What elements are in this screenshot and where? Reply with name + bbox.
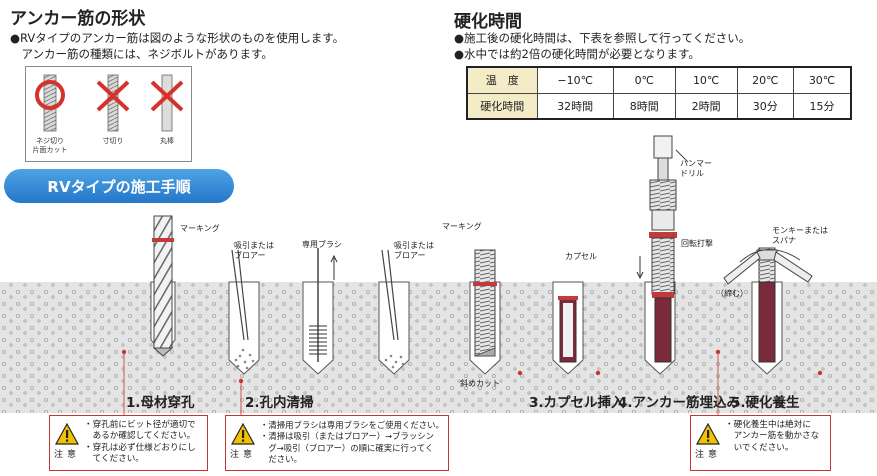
caution-label: 注意 — [230, 450, 257, 460]
label-brush: 専用ブラシ — [302, 240, 342, 249]
temp-cell: 30℃ — [792, 66, 852, 94]
hole-2c — [378, 281, 410, 375]
wrench-icon — [723, 247, 813, 363]
label-hammer-drill: ハンマー ドリル — [680, 159, 712, 178]
table-row: 温 度 −10℃ 0℃ 10℃ 20℃ 30℃ — [466, 66, 852, 94]
caution-text: ・穿孔前にビット径が適切で あるか確認してください。 ・穿孔は必ず仕様どおりにし… — [84, 420, 196, 464]
shape-section-title: アンカー筋の形状 — [10, 9, 146, 29]
cure-line-2: ●水中では約2倍の硬化時間が必要となります。 — [454, 47, 700, 61]
caution-box-cleaning: 注意 ・清掃用ブラシは専用ブラシをご使用ください。 ・清掃は吸引（またはブロアー… — [225, 415, 449, 471]
time-cell: 32時間 — [536, 92, 614, 120]
shape-label-1: ネジ切り 片面カット — [32, 137, 68, 154]
warning-triangle-icon — [696, 423, 720, 445]
blower-tube-icon — [231, 249, 245, 341]
drill-bit-icon — [152, 215, 174, 357]
warning-triangle-icon — [231, 423, 255, 445]
cure-time-table: 温 度 −10℃ 0℃ 10℃ 20℃ 30℃ 硬化時間 32時間 8時間 2時… — [466, 66, 852, 120]
cure-section-title: 硬化時間 — [454, 12, 522, 32]
step-3-title: 3.カプセル挿入 — [529, 395, 625, 411]
caution-label: 注意 — [54, 450, 81, 460]
caution-label: 注意 — [695, 450, 722, 460]
capsule-icon — [558, 296, 578, 363]
shape-line-2: アンカー筋の種類には、ネジボルトがあります。 — [10, 47, 273, 61]
time-header-cell: 硬化時間 — [466, 92, 538, 120]
label-marking-2: マーキング — [442, 222, 482, 231]
anchor-bolt-icon — [473, 249, 497, 357]
ng-cross-icon — [96, 80, 130, 112]
step-2-title: 2.孔内清掃 — [245, 395, 314, 411]
label-wrench: モンキーまたは スパナ — [772, 226, 828, 245]
temp-cell: −10℃ — [536, 66, 614, 94]
shape-line-1: ●RVタイプのアンカー筋は図のような形状のものを使用します。 — [10, 31, 345, 45]
label-marking-1: マーキング — [180, 224, 220, 233]
procedure-title-pill: RVタイプの施工手順 — [4, 169, 234, 203]
ng-cross-icon — [150, 80, 184, 112]
label-rotary-impact: 回転打撃 — [681, 239, 713, 248]
cleaning-brush-icon — [309, 248, 338, 362]
label-suction-1: 吸引または ブロアー — [234, 241, 274, 260]
anchor-shape-panel: ネジ切り 片面カット 寸切り 丸棒 — [25, 66, 192, 162]
temp-cell: 10℃ — [674, 66, 738, 94]
hammer-drill-icon — [636, 135, 689, 363]
temp-cell: 20℃ — [736, 66, 794, 94]
time-cell: 15分 — [792, 92, 852, 120]
label-oblique-cut: 斜めカット — [460, 379, 500, 388]
cure-line-1: ●施工後の硬化時間は、下表を参照して行ってください。 — [454, 31, 751, 45]
caution-text: ・清掃用ブラシは専用ブラシをご使用ください。 ・清掃は吸引（またはブロアー）→ブ… — [260, 420, 444, 464]
blower-tube-icon — [381, 249, 395, 341]
anchor-shapes-illustration — [35, 74, 184, 132]
caution-text: ・硬化養生中は絶対に アンカー筋を動かさな いでください。 — [725, 420, 820, 453]
step-4-title: 4.アンカー筋埋込み — [618, 395, 740, 411]
table-row: 硬化時間 32時間 8時間 2時間 30分 15分 — [466, 92, 852, 120]
label-capsule: カプセル — [565, 252, 597, 261]
step-1-title: 1.母材穿孔 — [126, 395, 195, 411]
caution-box-curing: 注意 ・硬化養生中は絶対に アンカー筋を動かさな いでください。 — [690, 415, 831, 471]
label-suction-2: 吸引または ブロアー — [394, 241, 434, 260]
shape-label-3: 丸棒 — [160, 137, 174, 145]
step-5-title: 5.硬化養生 — [731, 395, 800, 411]
caution-box-drilling: 注意 ・穿孔前にビット径が適切で あるか確認してください。 ・穿孔は必ず仕様どお… — [49, 415, 208, 471]
threaded-cut-rod-icon — [43, 74, 57, 132]
shape-label-2: 寸切り — [102, 137, 124, 145]
time-cell: 30分 — [736, 92, 794, 120]
hole-2a — [228, 281, 260, 375]
time-cell: 8時間 — [612, 92, 676, 120]
ok-circle-icon — [35, 80, 65, 110]
label-tighten: （締む） — [716, 289, 748, 298]
warning-triangle-icon — [55, 423, 79, 445]
time-cell: 2時間 — [674, 92, 738, 120]
